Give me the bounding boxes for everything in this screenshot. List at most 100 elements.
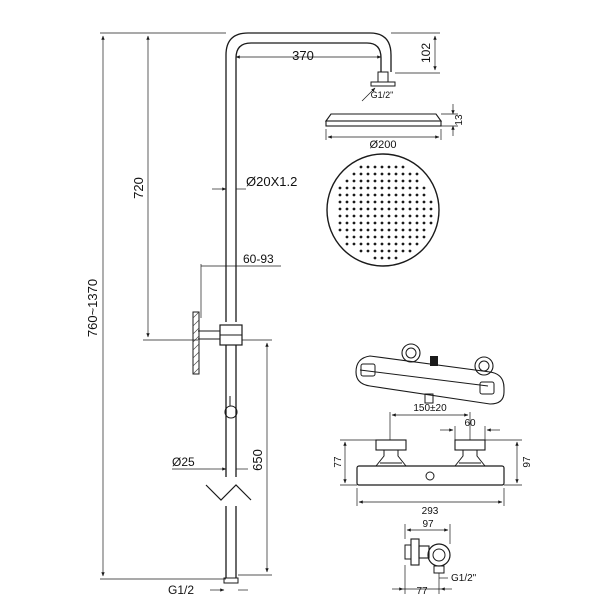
nozzle-hole xyxy=(373,186,377,190)
nozzle-hole xyxy=(415,172,419,176)
dimension-labels: 370 102 G1/2" 13 Ø200 720 760~1370 Ø20X1… xyxy=(85,43,533,597)
nozzle-hole xyxy=(366,172,370,176)
nozzle-hole xyxy=(366,221,370,225)
nozzle-hole xyxy=(387,165,391,169)
nozzle-hole xyxy=(380,256,384,260)
nozzle-hole xyxy=(394,179,398,183)
nozzle-hole xyxy=(359,214,363,218)
nozzle-hole xyxy=(408,186,412,190)
label-side-width-97: 97 xyxy=(422,519,434,530)
label-lower-pipe-diameter: Ø25 xyxy=(172,455,195,469)
label-top-height: 102 xyxy=(419,43,433,63)
nozzle-hole xyxy=(387,179,391,183)
shower-head-side xyxy=(324,104,458,140)
nozzle-hole xyxy=(373,193,377,197)
wall-hatch xyxy=(192,311,200,375)
nozzle-hole xyxy=(394,249,398,253)
nozzle-hole xyxy=(380,186,384,190)
shower-head-plan xyxy=(326,153,440,267)
nozzle-hole xyxy=(394,221,398,225)
nozzle-hole xyxy=(394,200,398,204)
nozzle-hole xyxy=(345,207,349,211)
nozzle-hole xyxy=(394,186,398,190)
nozzle-hole xyxy=(359,165,363,169)
label-base-inlet: G1/2 xyxy=(168,583,194,597)
nozzle-hole xyxy=(380,179,384,183)
nozzle-hole xyxy=(429,221,433,225)
nozzle-hole xyxy=(366,235,370,239)
label-lower-pipe-height: 650 xyxy=(250,449,265,471)
nozzle-hole xyxy=(366,207,370,211)
nozzle-hole xyxy=(373,214,377,218)
nozzle-hole xyxy=(345,186,349,190)
nozzle-hole xyxy=(408,228,412,232)
nozzle-hole xyxy=(373,165,377,169)
nozzle-hole xyxy=(380,200,384,204)
nozzle-hole xyxy=(366,242,370,246)
nozzle-hole xyxy=(408,200,412,204)
nozzle-hole xyxy=(352,214,356,218)
nozzle-hole xyxy=(380,193,384,197)
nozzle-hole xyxy=(415,207,419,211)
nozzle-hole xyxy=(401,242,405,246)
nozzle-hole xyxy=(352,193,356,197)
nozzle-hole xyxy=(373,200,377,204)
nozzle-hole xyxy=(373,172,377,176)
nozzle-hole xyxy=(366,200,370,204)
nozzle-hole xyxy=(408,221,412,225)
nozzle-hole xyxy=(345,221,349,225)
nozzle-hole xyxy=(387,249,391,253)
nozzle-hole xyxy=(373,228,377,232)
nozzle-hole xyxy=(380,228,384,232)
nozzle-hole xyxy=(359,193,363,197)
nozzle-hole xyxy=(422,186,426,190)
label-shower-inlet: G1/2" xyxy=(371,90,394,100)
nozzle-hole xyxy=(359,179,363,183)
nozzle-hole xyxy=(422,207,426,211)
nozzle-hole xyxy=(380,214,384,218)
nozzle-hole xyxy=(408,214,412,218)
nozzle-hole xyxy=(373,235,377,239)
nozzle-hole xyxy=(373,256,377,260)
nozzle-hole xyxy=(422,221,426,225)
nozzle-hole xyxy=(429,200,433,204)
nozzle-hole xyxy=(387,214,391,218)
nozzle-hole xyxy=(408,242,412,246)
nozzle-hole xyxy=(401,214,405,218)
nozzle-hole xyxy=(352,179,356,183)
nozzle-hole xyxy=(345,200,349,204)
nozzle-hole xyxy=(387,221,391,225)
nozzle-hole xyxy=(366,179,370,183)
nozzle-hole xyxy=(373,179,377,183)
nozzle-hole xyxy=(359,242,363,246)
nozzle-hole xyxy=(401,165,405,169)
nozzle-hole xyxy=(401,172,405,176)
label-arm-length: 370 xyxy=(292,48,314,63)
label-side-depth-77: 77 xyxy=(416,586,428,597)
nozzle-hole xyxy=(408,249,412,253)
shower-column xyxy=(192,32,396,584)
nozzle-hole xyxy=(394,235,398,239)
label-upper-pipe-height: 720 xyxy=(131,177,146,199)
nozzle-hole xyxy=(387,186,391,190)
label-valve-offset-60: 60 xyxy=(464,418,476,429)
nozzle-hole xyxy=(401,186,405,190)
nozzle-hole xyxy=(415,242,419,246)
nozzle-hole xyxy=(380,249,384,253)
valve-side xyxy=(392,524,452,594)
nozzle-hole xyxy=(352,186,356,190)
nozzle-hole xyxy=(429,214,433,218)
nozzle-hole xyxy=(345,193,349,197)
nozzle-hole xyxy=(352,221,356,225)
nozzle-hole xyxy=(359,228,363,232)
nozzle-hole xyxy=(401,228,405,232)
nozzle-hole xyxy=(380,242,384,246)
nozzle-hole xyxy=(401,193,405,197)
nozzle-hole xyxy=(373,242,377,246)
nozzle-hole xyxy=(415,235,419,239)
nozzle-hole xyxy=(394,172,398,176)
nozzle-hole xyxy=(366,165,370,169)
nozzle-hole xyxy=(387,200,391,204)
nozzle-hole xyxy=(387,172,391,176)
nozzle-hole xyxy=(338,200,342,204)
